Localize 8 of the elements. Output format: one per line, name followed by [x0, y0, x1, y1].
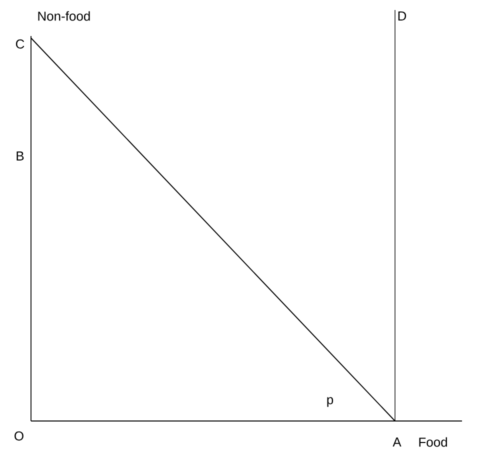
point-label: O: [14, 431, 24, 441]
point-label: C: [16, 39, 24, 49]
point-label: p: [327, 397, 334, 407]
point-label: D: [398, 12, 406, 20]
point-label: B: [16, 152, 24, 160]
axis-label: Non-food: [38, 11, 90, 21]
axis-label: Food: [419, 437, 447, 447]
point-label: A: [392, 438, 402, 446]
